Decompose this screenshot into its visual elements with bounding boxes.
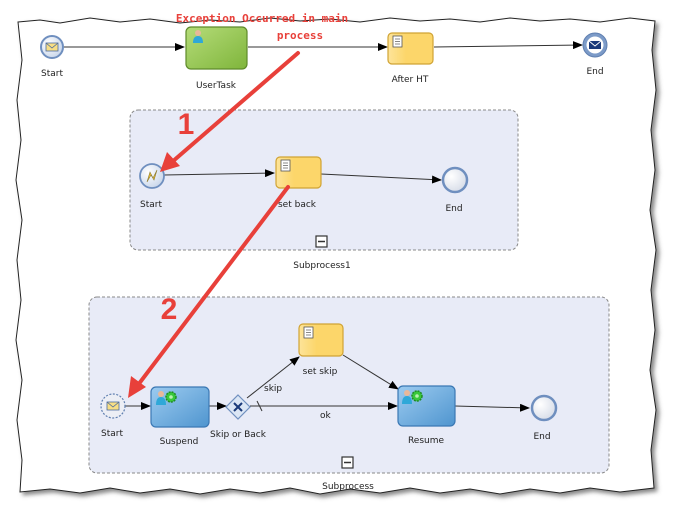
- script-icon: [303, 326, 314, 339]
- user-task[interactable]: UserTask: [185, 26, 248, 91]
- annotation-arrow-2: [128, 185, 290, 398]
- gateway-label: Skip or Back: [210, 430, 267, 440]
- start-event[interactable]: Start: [40, 35, 64, 79]
- end-event[interactable]: End: [530, 394, 558, 442]
- suspend-label: Suspend: [160, 437, 199, 447]
- envelope-icon: [45, 42, 59, 52]
- subprocess-container[interactable]: Subprocess: [88, 296, 610, 492]
- resume-label: Resume: [408, 436, 445, 446]
- annotation-line1: Exception Occurred in main: [176, 12, 348, 25]
- start-label: Start: [140, 200, 162, 210]
- script-task-set-back[interactable]: set back: [275, 156, 322, 210]
- end-label: End: [533, 432, 550, 442]
- subprocess-label: Subprocess: [322, 482, 374, 492]
- sequence-flow[interactable]: [163, 169, 275, 178]
- set-back-label: set back: [278, 200, 317, 210]
- flow-label-ok: ok: [320, 411, 332, 421]
- script-task-set-skip[interactable]: set skip: [298, 323, 344, 377]
- script-icon: [280, 159, 291, 172]
- end-label: End: [445, 204, 462, 214]
- user-icon: [193, 30, 203, 43]
- default-flow-marker: [256, 400, 263, 412]
- sequence-flow[interactable]: [320, 173, 442, 184]
- user-gear-icon: [402, 390, 423, 404]
- subprocess1-label: Subprocess1: [293, 261, 350, 271]
- user-task-resume[interactable]: Resume: [397, 385, 456, 446]
- end-label: End: [586, 67, 603, 77]
- error-start-event[interactable]: Start: [139, 163, 165, 210]
- subprocess1-container[interactable]: Subprocess1: [129, 109, 519, 271]
- start-label: Start: [101, 429, 123, 439]
- collapse-icon[interactable]: [315, 235, 328, 248]
- user-gear-icon: [156, 391, 177, 405]
- error-lightning-icon: [146, 169, 158, 183]
- script-icon: [392, 35, 403, 48]
- step-number-2: 2: [161, 293, 178, 326]
- end-event[interactable]: End: [441, 166, 469, 214]
- annotation-arrow-1: [160, 51, 300, 172]
- end-event[interactable]: End: [582, 32, 608, 77]
- x-gateway-icon: [233, 402, 243, 412]
- step-number-1: 1: [178, 108, 195, 141]
- after-ht-label: After HT: [392, 75, 429, 85]
- user-task-label: UserTask: [196, 81, 237, 91]
- sequence-flow-skip[interactable]: [246, 356, 300, 399]
- flow-label-skip: skip: [264, 384, 282, 394]
- sequence-flow[interactable]: [342, 354, 399, 390]
- message-start-event[interactable]: Start: [100, 393, 126, 439]
- sequence-flow[interactable]: [454, 403, 530, 412]
- script-task-after-ht[interactable]: After HT: [387, 32, 434, 85]
- envelope-filled-icon: [588, 40, 602, 49]
- set-skip-label: set skip: [303, 367, 338, 377]
- envelope-icon: [106, 401, 120, 411]
- exclusive-gateway[interactable]: Skip or Back: [210, 394, 267, 440]
- sequence-flow[interactable]: [433, 41, 583, 50]
- annotation-line2: process: [277, 29, 323, 42]
- user-task-suspend[interactable]: Suspend: [150, 386, 210, 447]
- start-label: Start: [41, 69, 63, 79]
- collapse-icon[interactable]: [341, 456, 354, 469]
